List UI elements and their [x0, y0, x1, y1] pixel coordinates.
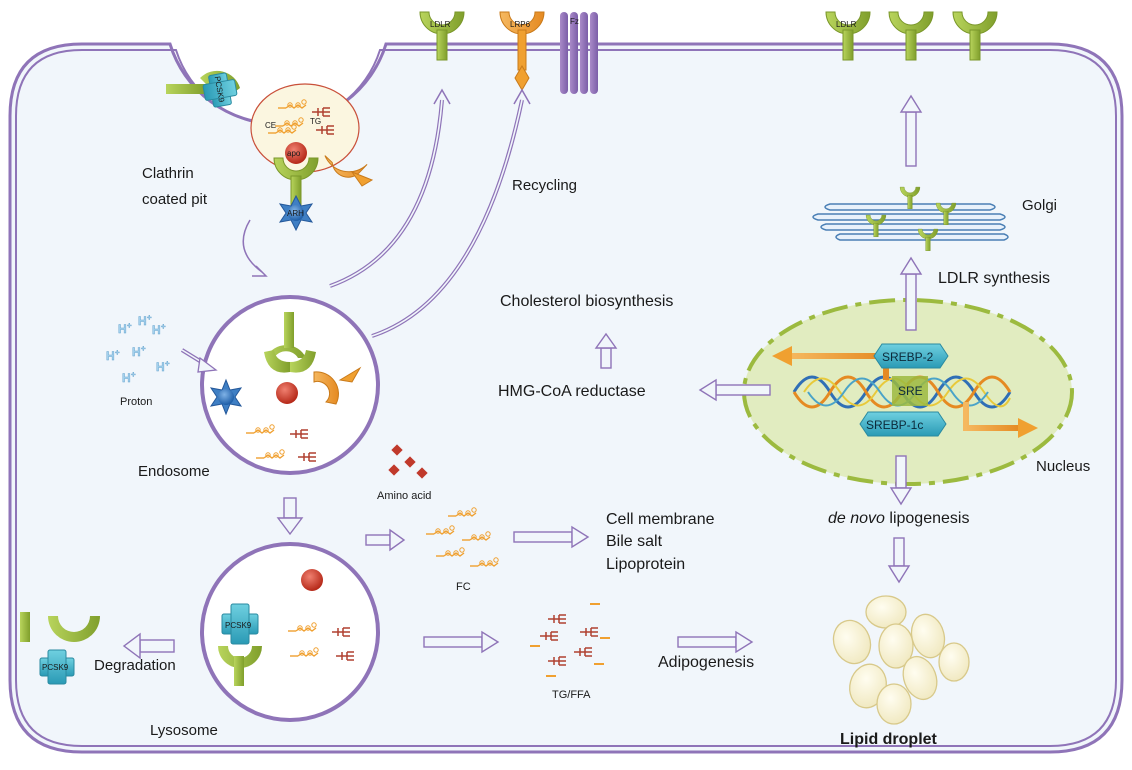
lysosome-label: Lysosome — [150, 722, 218, 739]
clathrin-label-2: coated pit — [142, 191, 208, 208]
svg-text:SREBP-1c: SREBP-1c — [866, 418, 923, 432]
tg-ffa-molecules — [530, 603, 610, 677]
pcsk9-bound-surface: PCSK9 — [166, 70, 240, 108]
ldlr-receptor-surface-right: LDLR — [825, 11, 871, 61]
arrow-to-degradation — [122, 632, 175, 660]
svg-text:CE: CE — [265, 121, 276, 130]
degraded-pcsk9: PCSK9 — [39, 649, 75, 685]
fz-receptor-surface: Fz — [560, 12, 598, 94]
svg-text:LRP6: LRP6 — [510, 20, 531, 29]
endosome-label: Endosome — [138, 463, 210, 480]
golgi-label: Golgi — [1022, 197, 1057, 214]
proton-label: Proton — [120, 396, 152, 408]
svg-text:TG: TG — [310, 117, 321, 126]
cell-membrane-label: Cell membrane — [606, 511, 715, 528]
cholesterol-label: Cholesterol biosynthesis — [500, 293, 673, 310]
arrow-to-adipogenesis — [677, 630, 754, 654]
ldlr-receptor-surface: LDLR — [419, 11, 465, 61]
arrow-to-lipogenesis — [889, 455, 913, 506]
arrow-to-golgi — [899, 256, 923, 331]
svg-text:ARH: ARH — [287, 209, 304, 218]
ldlr-synthesis-label: LDLR synthesis — [938, 270, 1050, 287]
lrp6-receptor-surface: LRP6 — [499, 11, 545, 91]
arrow-to-fc — [365, 528, 406, 552]
srebp2-box: SREBP-2 — [873, 343, 949, 369]
arrow-endosome-to-lysosome — [276, 497, 304, 536]
endosome-arh — [209, 378, 243, 416]
svg-text:PCSK9: PCSK9 — [42, 663, 69, 672]
hmgcoa-label: HMG-CoA reductase — [498, 383, 646, 400]
lysosome — [200, 542, 380, 722]
arrow-fc-to-membrane — [513, 525, 590, 549]
transcription-arrow-right — [963, 402, 1038, 438]
arrow-to-cholesterol — [594, 332, 618, 369]
arrow-to-hmgcoa — [698, 378, 771, 402]
fc-label: FC — [456, 581, 471, 593]
svg-text:Fz: Fz — [570, 17, 579, 26]
lysosome-apo — [301, 569, 323, 591]
arh-adaptor: ARH — [278, 194, 314, 232]
arrow-proton-to-endosome — [180, 348, 218, 373]
lysosome-ldlr-pcsk9: PCSK9 — [218, 603, 262, 686]
amino-acid-label: Amino acid — [377, 490, 431, 502]
endosome-apo — [276, 382, 298, 404]
endosome-lrp6 — [313, 366, 362, 405]
arrow-to-tg-ffa — [423, 630, 500, 654]
arrow-golgi-to-membrane — [899, 94, 923, 167]
svg-text:PCSK9: PCSK9 — [225, 621, 252, 630]
svg-text:LDLR: LDLR — [836, 20, 857, 29]
srebp1c-box: SREBP-1c — [859, 411, 947, 437]
tg-ffa-label: TG/FFA — [552, 689, 591, 701]
svg-text:apo: apo — [287, 149, 301, 158]
bile-salt-label: Bile salt — [606, 533, 663, 550]
svg-text:SREBP-2: SREBP-2 — [882, 350, 934, 364]
recycling-label: Recycling — [512, 177, 577, 194]
nucleus-label: Nucleus — [1036, 458, 1090, 475]
adipogenesis-label: Adipogenesis — [658, 654, 754, 671]
lipid-droplets — [832, 595, 970, 725]
degraded-ldlr — [20, 612, 100, 642]
clathrin-label-1: Clathrin — [142, 165, 194, 182]
degradation-label: Degradation — [94, 657, 176, 674]
lipogenesis-label: de novo lipogenesis — [828, 510, 969, 527]
sre-box: SRE — [892, 376, 928, 406]
apo-protein: apo — [285, 142, 307, 164]
amino-acids — [388, 444, 428, 479]
lipoprotein-label: Lipoprotein — [606, 556, 685, 573]
lipid-droplet-label: Lipid droplet — [840, 731, 938, 748]
svg-text:LDLR: LDLR — [430, 20, 451, 29]
svg-text:SRE: SRE — [898, 384, 923, 398]
arrow-to-lipid-droplet — [887, 537, 911, 584]
pit-lrp6-receptor — [324, 155, 374, 187]
endosome-ldlr — [264, 312, 316, 373]
